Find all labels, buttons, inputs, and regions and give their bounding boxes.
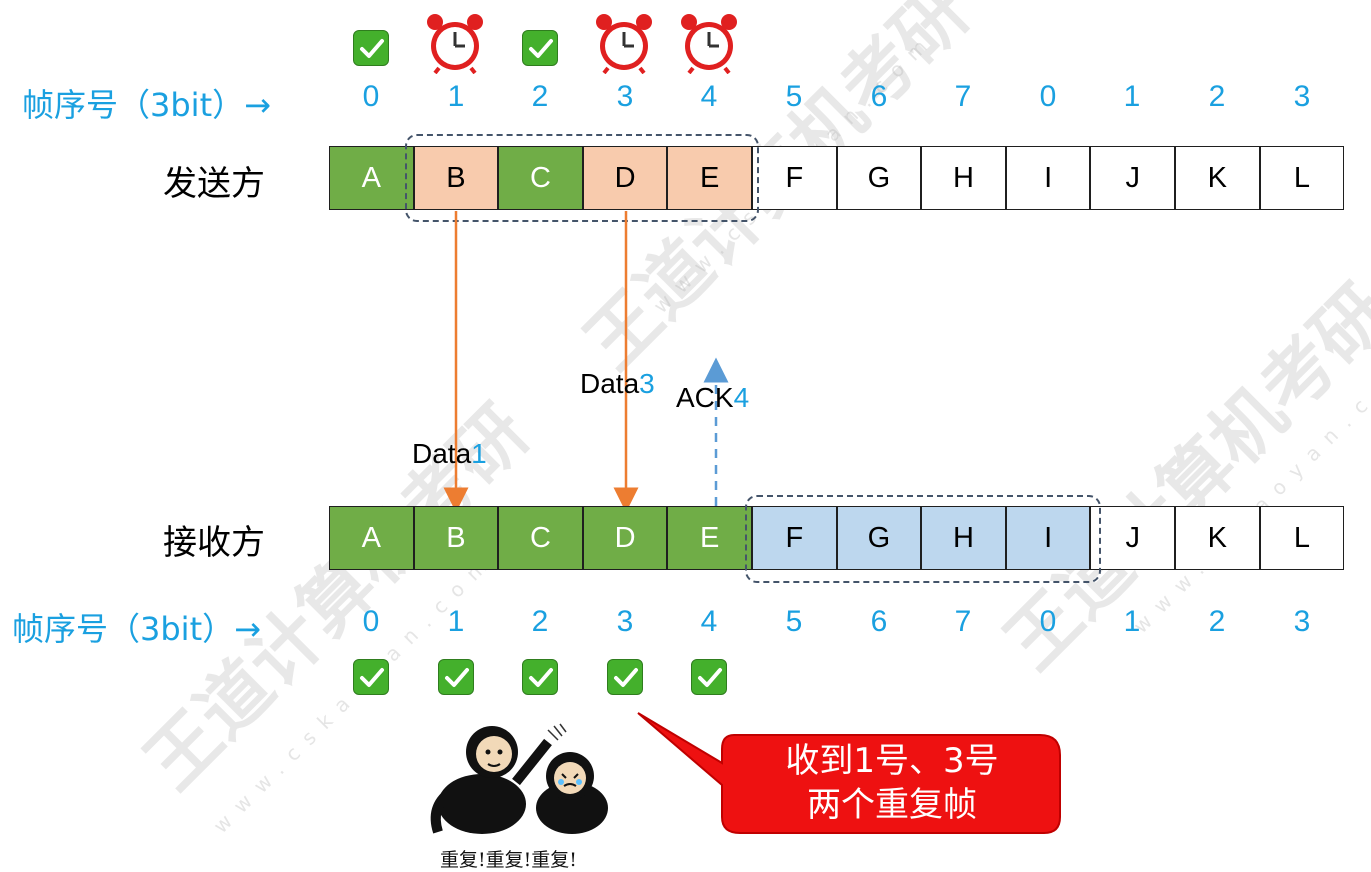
meme-illustration: [430, 723, 608, 834]
sender-label: 发送方: [163, 164, 265, 204]
sender-seq-number: 3: [616, 80, 634, 113]
sender-seq-number: 7: [954, 80, 972, 113]
alarm-clock-icon: [681, 14, 737, 74]
receiver-seq-number: 3: [1293, 605, 1311, 638]
sender-seq-number: 1: [447, 80, 465, 113]
sender-frame: B: [413, 146, 499, 210]
sender-frame: J: [1090, 146, 1175, 210]
sender-seq-number: 0: [1039, 80, 1057, 113]
sender-seq-number: 1: [1123, 80, 1141, 113]
sender-seq-number: 4: [700, 80, 718, 113]
meme-caption: 重复!重复!重复!: [440, 849, 577, 871]
receiver-frame: E: [667, 506, 752, 570]
receiver-seq-number: 2: [1208, 605, 1226, 638]
sender-seq-number: 6: [870, 80, 888, 113]
data3-label: Data3: [580, 368, 655, 399]
check-icon: [607, 659, 643, 695]
receiver-frame: G: [836, 506, 922, 570]
check-icon: [353, 659, 389, 695]
receiver-seq-label: 帧序号（3bit）→: [12, 610, 261, 648]
receiver-frame: A: [329, 506, 414, 570]
receiver-frame: F: [752, 506, 837, 570]
sender-frame: E: [667, 146, 752, 210]
sender-frame: K: [1175, 146, 1260, 210]
sender-seq-label: 帧序号（3bit）→: [22, 86, 271, 124]
sender-seq-number: 2: [531, 80, 549, 113]
check-icon: [522, 659, 558, 695]
callout-bubble: [637, 712, 1061, 834]
receiver-seq-number: 6: [870, 605, 888, 638]
receiver-seq-number: 2: [531, 605, 549, 638]
receiver-frame: C: [498, 506, 583, 570]
receiver-frame: D: [582, 506, 668, 570]
receiver-seq-number: 0: [1039, 605, 1057, 638]
sender-seq-number: 5: [785, 80, 803, 113]
sender-frame: A: [329, 146, 414, 210]
alarm-clock-icon: [596, 14, 652, 74]
data1-label: Data1: [412, 438, 487, 469]
receiver-window: [745, 495, 1101, 583]
check-icon: [353, 30, 389, 66]
sender-frame: G: [836, 146, 922, 210]
receiver-frame: J: [1090, 506, 1175, 570]
alarm-clock-icon: [427, 14, 483, 74]
callout-line1: 收到1号、3号: [785, 741, 999, 781]
receiver-seq-number: 5: [785, 605, 803, 638]
check-icon: [522, 30, 558, 66]
receiver-seq-number: 0: [362, 605, 380, 638]
receiver-seq-number: 3: [616, 605, 634, 638]
sender-window: [405, 134, 759, 222]
sender-frame: I: [1005, 146, 1091, 210]
sender-frame: C: [498, 146, 583, 210]
receiver-seq-number: 1: [447, 605, 465, 638]
check-icon: [438, 659, 474, 695]
receiver-frame: H: [921, 506, 1006, 570]
callout-text: 收到1号、3号 两个重复帧: [722, 739, 1062, 827]
receiver-label: 接收方: [163, 523, 265, 563]
ack4-label: ACK4: [676, 382, 750, 413]
receiver-frame: I: [1005, 506, 1091, 570]
sender-frame: L: [1259, 146, 1345, 210]
sender-seq-number: 2: [1208, 80, 1226, 113]
receiver-seq-number: 1: [1123, 605, 1141, 638]
receiver-frame: K: [1175, 506, 1260, 570]
receiver-seq-number: 7: [954, 605, 972, 638]
receiver-seq-number: 4: [700, 605, 718, 638]
receiver-frame: B: [413, 506, 499, 570]
sender-seq-number: 3: [1293, 80, 1311, 113]
sender-seq-number: 0: [362, 80, 380, 113]
check-icon: [691, 659, 727, 695]
receiver-frame: L: [1259, 506, 1345, 570]
sender-frame: H: [921, 146, 1006, 210]
callout-line2: 两个重复帧: [807, 785, 977, 825]
sender-frame: F: [752, 146, 837, 210]
sender-frame: D: [582, 146, 668, 210]
